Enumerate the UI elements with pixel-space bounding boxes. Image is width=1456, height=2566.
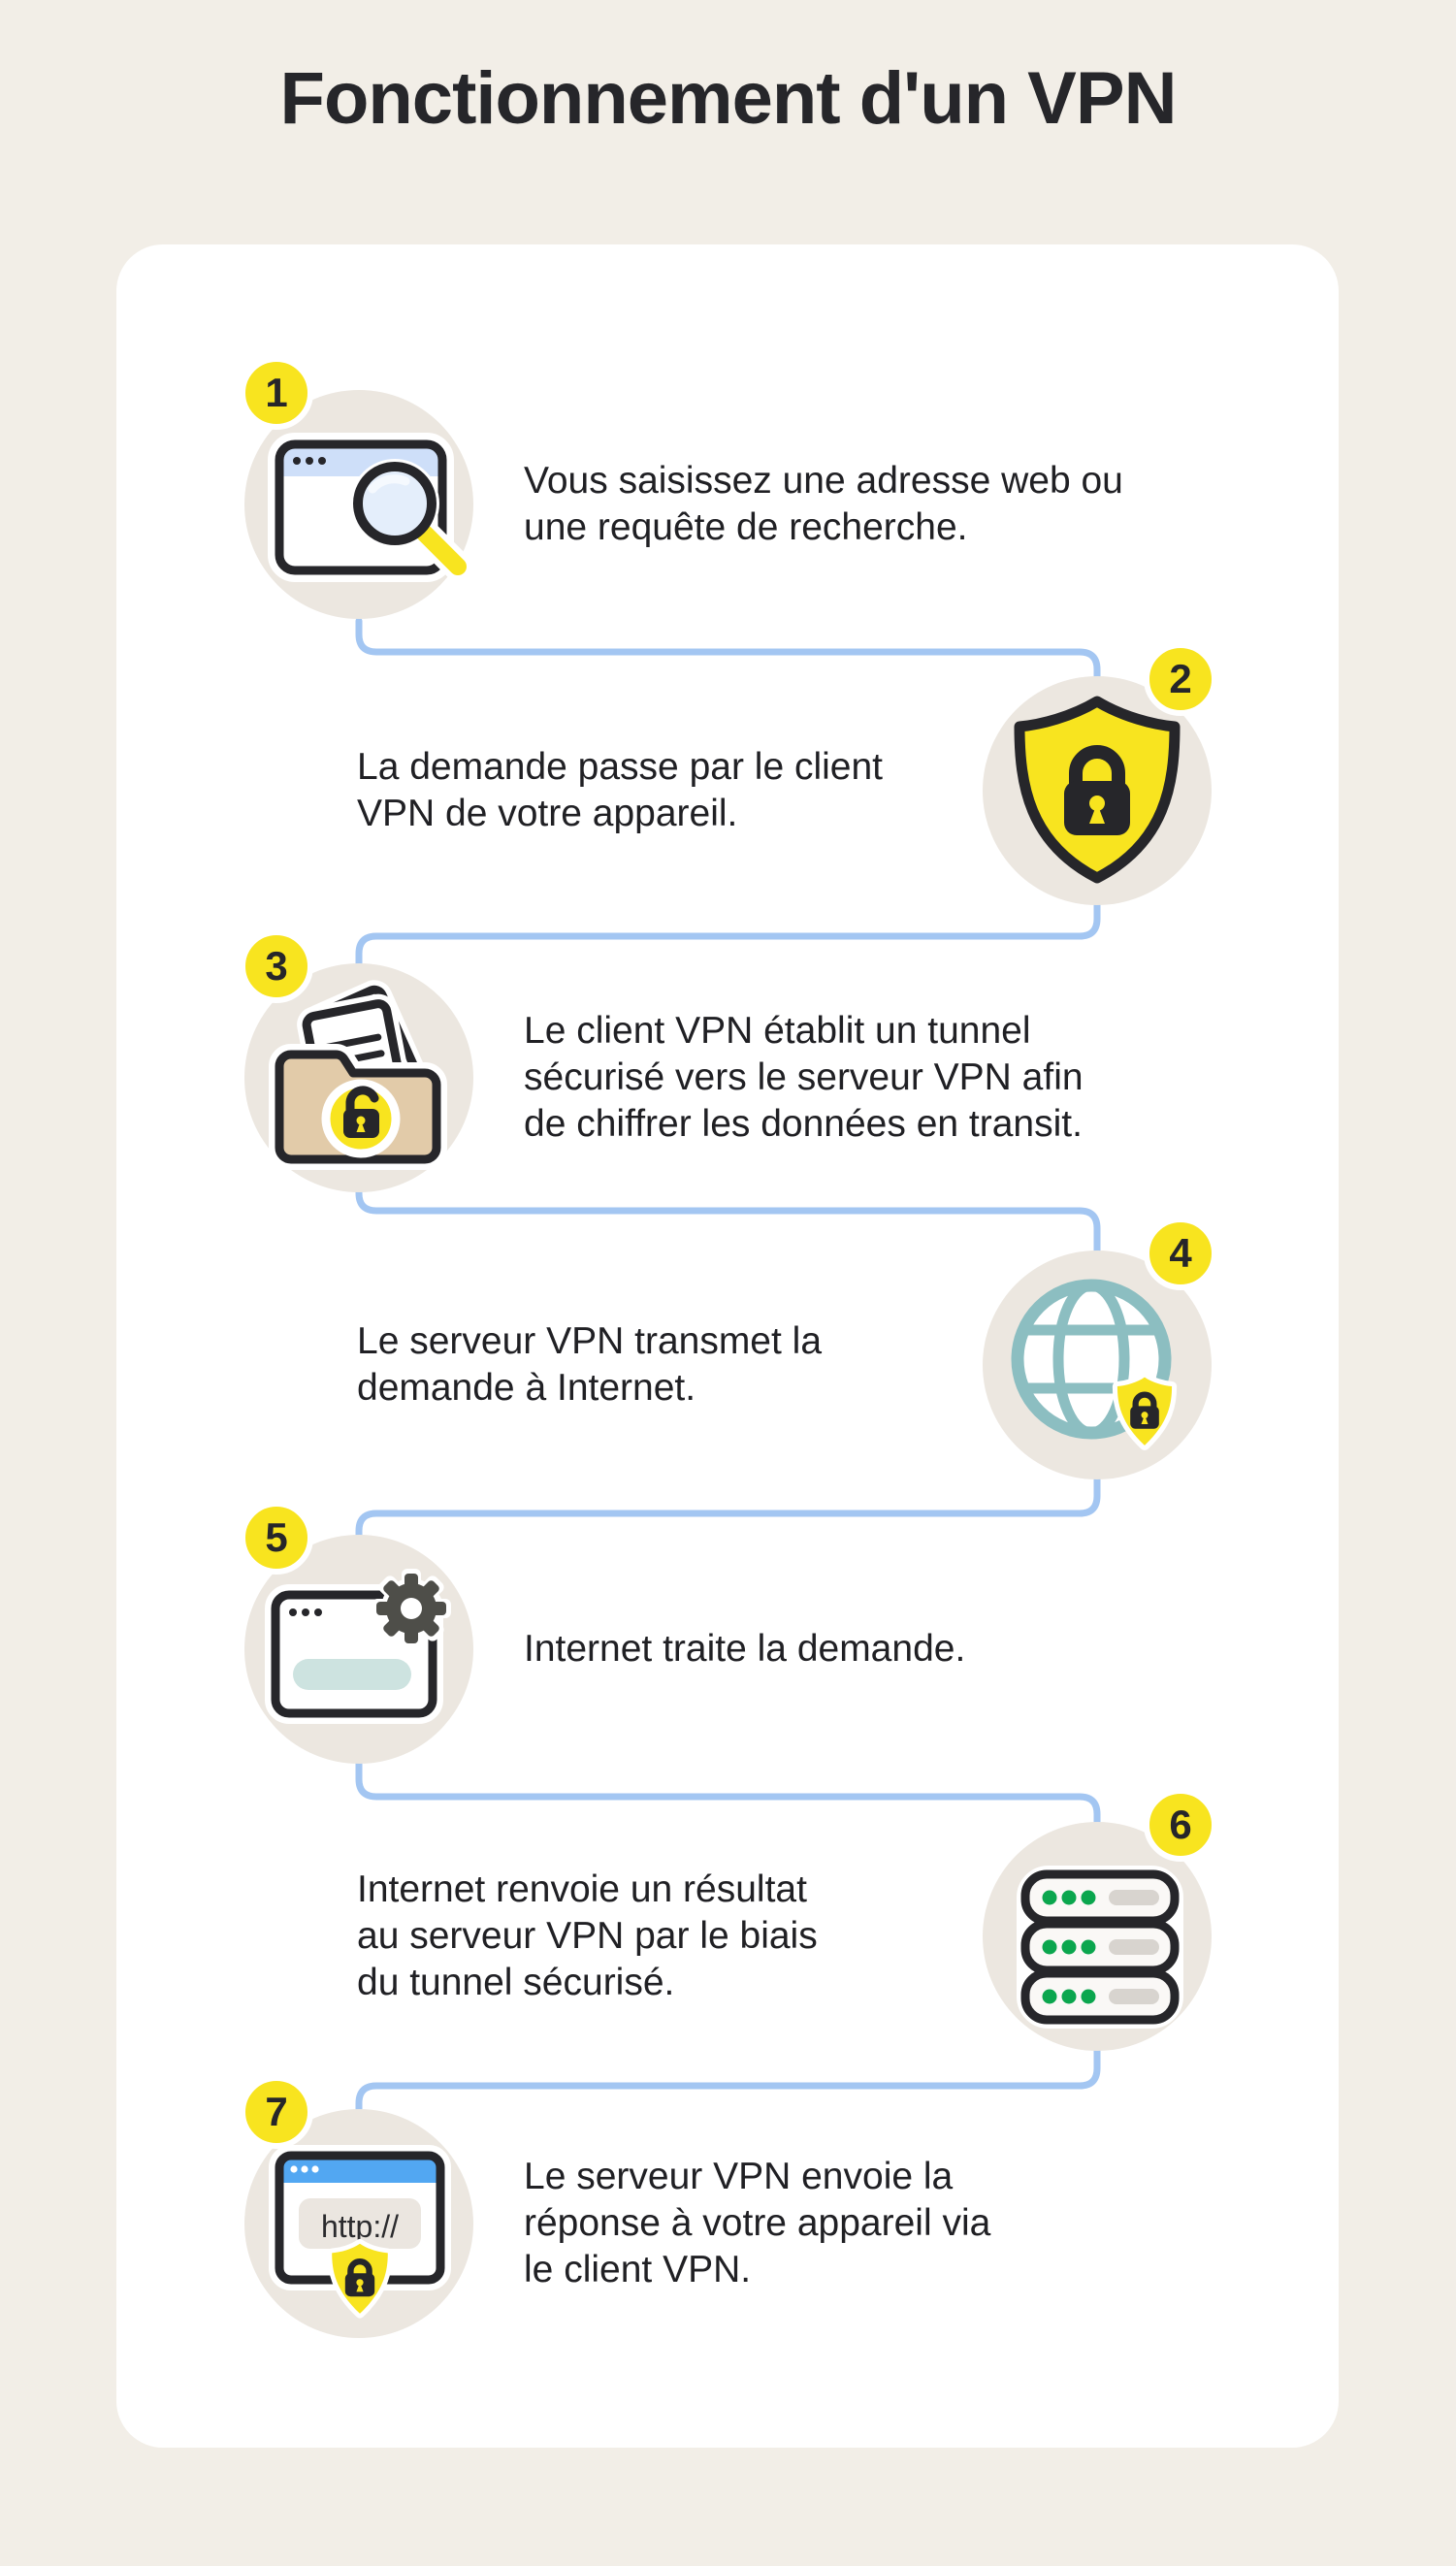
- step-text-line: Le client VPN établit un tunnel: [524, 1010, 1031, 1052]
- step-number: 5: [265, 1514, 288, 1560]
- step-icon-circle: http://: [244, 2109, 473, 2338]
- step-number-badge: 2: [1144, 642, 1217, 716]
- step-text: Internet renvoie un résultat au serveur …: [357, 1867, 900, 2006]
- step-text: Le serveur VPN envoie la réponse à votre…: [524, 2154, 1106, 2293]
- step-number: 6: [1169, 1802, 1192, 1847]
- server-stack-icon: [1017, 1866, 1183, 2029]
- step-text-line: une requête de recherche.: [524, 506, 968, 548]
- step-text-line: du tunnel sécurisé.: [357, 1962, 675, 2003]
- step-number-badge: 6: [1144, 1788, 1217, 1862]
- step-text-line: Vous saisissez une adresse web ou: [524, 460, 1123, 502]
- step-text: Le serveur VPN transmet la demande à Int…: [357, 1318, 920, 1412]
- step-number-badge: 4: [1144, 1217, 1217, 1290]
- step-text-line: Internet renvoie un résultat: [357, 1868, 807, 1910]
- step-number: 2: [1169, 656, 1192, 701]
- step-number-badge: 1: [240, 356, 313, 430]
- step-text-line: VPN de votre appareil.: [357, 793, 738, 834]
- step-text-line: Le serveur VPN envoie la: [524, 2156, 954, 2197]
- step-icon-circle: [983, 1251, 1212, 1479]
- browser-https-shield-icon: http://: [269, 2145, 451, 2319]
- step-text: La demande passe par le client VPN de vo…: [357, 744, 958, 837]
- step-text-line: de chiffrer les données en transit.: [524, 1103, 1083, 1145]
- step-text-line: demande à Internet.: [357, 1367, 696, 1409]
- step-number-badge: 7: [240, 2075, 313, 2149]
- step-text-line: Internet traite la demande.: [524, 1628, 966, 1670]
- step-text-line: au serveur VPN par le biais: [357, 1915, 818, 1957]
- connector-path: [355, 617, 1101, 2115]
- browser-gear-icon: [265, 1569, 451, 1724]
- page-title: Fonctionnement d'un VPN: [279, 57, 1178, 140]
- step-text-line: sécurisé vers le serveur VPN afin: [524, 1056, 1084, 1098]
- step-text-line: réponse à votre appareil via: [524, 2202, 991, 2244]
- step-number-badge: 3: [240, 929, 313, 1003]
- step-icon-circle: [244, 1535, 473, 1764]
- step-text: Vous saisissez une adresse web ou une re…: [524, 458, 1203, 551]
- step-text-line: Le serveur VPN transmet la: [357, 1320, 823, 1362]
- step-number: 3: [265, 943, 288, 989]
- step-icon-circle: [244, 390, 473, 619]
- step-text: Le client VPN établit un tunnel sécurisé…: [524, 1008, 1193, 1148]
- browser-search-icon: [268, 433, 473, 583]
- step-text-line: La demande passe par le client: [357, 746, 884, 788]
- folder-lock-icon: [269, 980, 447, 1170]
- step-text: Internet traite la demande.: [524, 1626, 1125, 1673]
- shield-lock-icon: [1014, 696, 1181, 884]
- step-number: 7: [265, 2089, 288, 2134]
- step-number-badge: 5: [240, 1501, 313, 1575]
- step-icon-circle: [244, 963, 473, 1192]
- step-number: 4: [1169, 1230, 1192, 1276]
- globe-shield-icon: [1011, 1279, 1178, 1450]
- step-text-line: le client VPN.: [524, 2249, 752, 2290]
- step-number: 1: [265, 370, 288, 415]
- http-label: http://: [321, 2209, 399, 2244]
